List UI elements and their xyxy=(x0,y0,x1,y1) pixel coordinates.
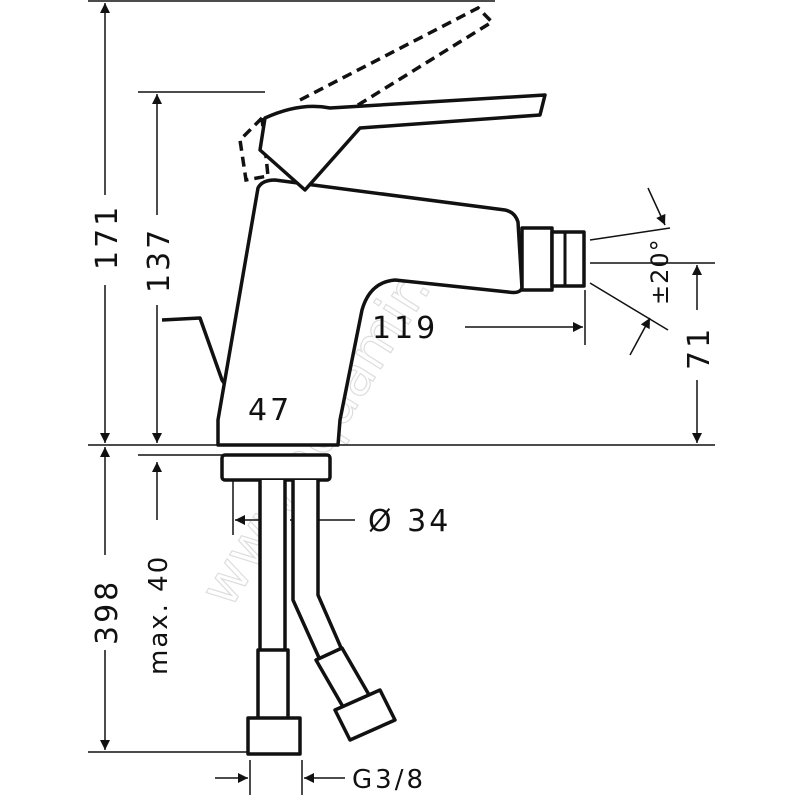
dim-outlet-height: 71 xyxy=(682,326,717,370)
extension-lines xyxy=(88,0,715,795)
dim-hose-length: 398 xyxy=(90,579,125,645)
supply-hoses xyxy=(246,480,397,756)
outlet-nozzle xyxy=(520,226,554,292)
dim-connection: G3/8 xyxy=(352,765,426,795)
dim-deck-thickness: max. 40 xyxy=(144,555,174,675)
mounting-ring xyxy=(220,453,332,482)
dim-total-height: 171 xyxy=(90,204,125,270)
dim-hole-diameter: Ø 34 xyxy=(368,504,451,539)
dim-spout-height: 137 xyxy=(142,227,177,293)
faucet-body xyxy=(161,5,586,482)
dim-outlet-angle: ±20° xyxy=(646,238,674,305)
dim-spout-reach: 119 xyxy=(372,311,438,346)
dim-base-width: 47 xyxy=(248,393,292,428)
